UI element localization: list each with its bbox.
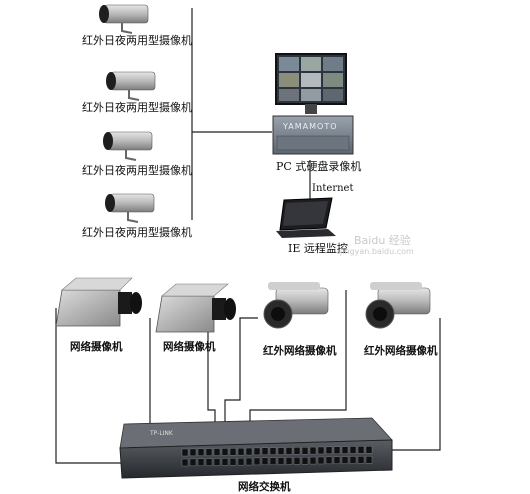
top-camera-2 <box>106 71 156 101</box>
network-camera-2-label: 网络摄像机 <box>163 341 216 353</box>
switch-port <box>293 457 301 465</box>
switch-port <box>309 456 317 465</box>
switch-port <box>237 447 245 456</box>
switch-port <box>213 448 221 456</box>
pc-recorder <box>272 53 354 155</box>
watermark-line1: Baidu 经验 <box>354 234 411 247</box>
recorder-brand: YAMAMOTO <box>283 122 338 131</box>
ir-network-camera-1 <box>263 282 329 329</box>
switch-port <box>221 458 229 466</box>
top-camera-4 <box>105 193 155 223</box>
switch-port <box>285 447 293 455</box>
switch-port <box>253 447 261 456</box>
switch-port <box>221 448 229 456</box>
switch-port <box>269 447 277 455</box>
switch-port <box>277 457 285 465</box>
switch-port <box>317 456 325 465</box>
switch-port <box>269 457 277 465</box>
switch-port <box>229 448 237 456</box>
switch-port <box>277 447 285 455</box>
internet-label: Internet <box>312 183 354 194</box>
switch-port <box>261 447 269 455</box>
switch-port <box>261 457 269 465</box>
switch-port <box>197 448 205 456</box>
switch-port <box>245 457 253 466</box>
ir-network-camera-2-label: 红外网络摄像机 <box>364 345 438 357</box>
recorder-label: PC 式硬盘录像机 <box>276 160 362 173</box>
ir-network-camera-2 <box>365 282 431 329</box>
network-camera-1-label: 网络摄像机 <box>70 341 123 353</box>
network-camera-1 <box>55 277 142 327</box>
top-camera-2-label: 红外日夜两用型摄像机 <box>82 101 192 114</box>
switch-port <box>301 457 309 465</box>
switch-port <box>301 447 309 455</box>
switch-brand: TP-LINK <box>150 430 173 437</box>
switch-port <box>205 448 213 456</box>
switch-port <box>293 447 301 455</box>
ir-network-camera-1-label: 红外网络摄像机 <box>263 345 337 357</box>
top-camera-1-label: 红外日夜两用型摄像机 <box>82 34 192 47</box>
switch-port <box>237 457 245 466</box>
switch-port <box>189 448 197 457</box>
switch-port <box>229 458 237 466</box>
switch-port <box>189 458 197 467</box>
switch-port <box>285 457 293 465</box>
switch-port <box>309 446 317 455</box>
switch-port <box>349 456 357 464</box>
laptop <box>276 197 336 238</box>
network-camera-2 <box>155 283 236 333</box>
switch-port <box>317 446 325 455</box>
switch-port <box>325 446 333 455</box>
top-camera-3 <box>103 131 153 161</box>
switch-port <box>205 458 213 466</box>
top-camera-4-label: 红外日夜两用型摄像机 <box>82 226 192 239</box>
network-switch <box>119 417 393 479</box>
switch-port <box>333 456 341 464</box>
switch-port <box>357 446 365 454</box>
switch-port <box>365 446 373 454</box>
top-camera-1 <box>99 4 149 34</box>
switch-port <box>181 458 189 467</box>
switch-port <box>333 446 341 454</box>
laptop-label: IE 远程监控 <box>288 242 348 255</box>
switch-port <box>253 457 261 466</box>
switch-port <box>357 456 365 464</box>
switch-label: 网络交换机 <box>238 481 291 493</box>
switch-port <box>365 456 373 464</box>
switch-port <box>349 446 357 454</box>
switch-ports <box>181 446 373 467</box>
top-camera-3-label: 红外日夜两用型摄像机 <box>82 164 192 177</box>
switch-port <box>325 456 333 465</box>
switch-port <box>341 456 349 464</box>
watermark-line2: jingyan.baidu.com <box>340 247 414 256</box>
switch-port <box>181 448 189 457</box>
switch-port <box>341 446 349 454</box>
switch-port <box>213 458 221 466</box>
top-camera-cabling <box>191 8 311 220</box>
switch-port <box>197 458 205 466</box>
switch-port <box>245 447 253 456</box>
